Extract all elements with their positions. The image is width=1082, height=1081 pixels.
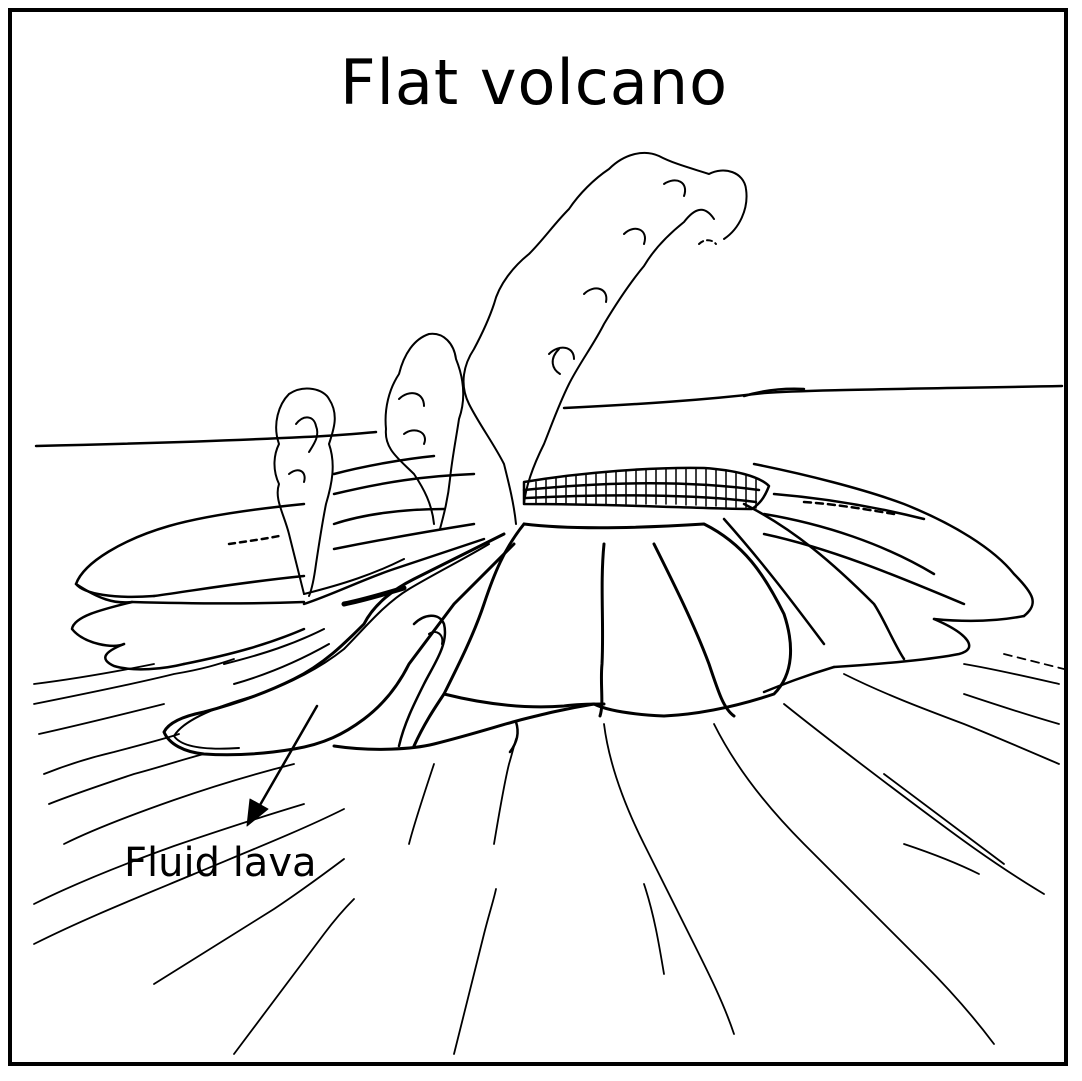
lava-flow — [162, 532, 516, 757]
horizon-lines — [34, 384, 1064, 448]
volcano-cone — [332, 522, 793, 754]
fluid-lava-label: Fluid lava — [124, 840, 317, 886]
diagram-frame: Flat volcano Fluid lava — [8, 8, 1068, 1066]
smoke-plume-1 — [273, 387, 336, 597]
lava-plateau-right — [722, 462, 1034, 694]
fluid-lava-arrow — [246, 704, 319, 827]
volcano-illustration — [33, 151, 1064, 1055]
plain-fissures — [33, 653, 1064, 1055]
smoke-plume-2 — [384, 332, 465, 530]
crater-rim — [522, 466, 771, 511]
lava-plateau-left — [70, 454, 476, 671]
smoke-plume-3 — [462, 151, 748, 525]
smoke-plumes — [273, 151, 748, 597]
diagram-title: Flat volcano — [339, 46, 729, 119]
